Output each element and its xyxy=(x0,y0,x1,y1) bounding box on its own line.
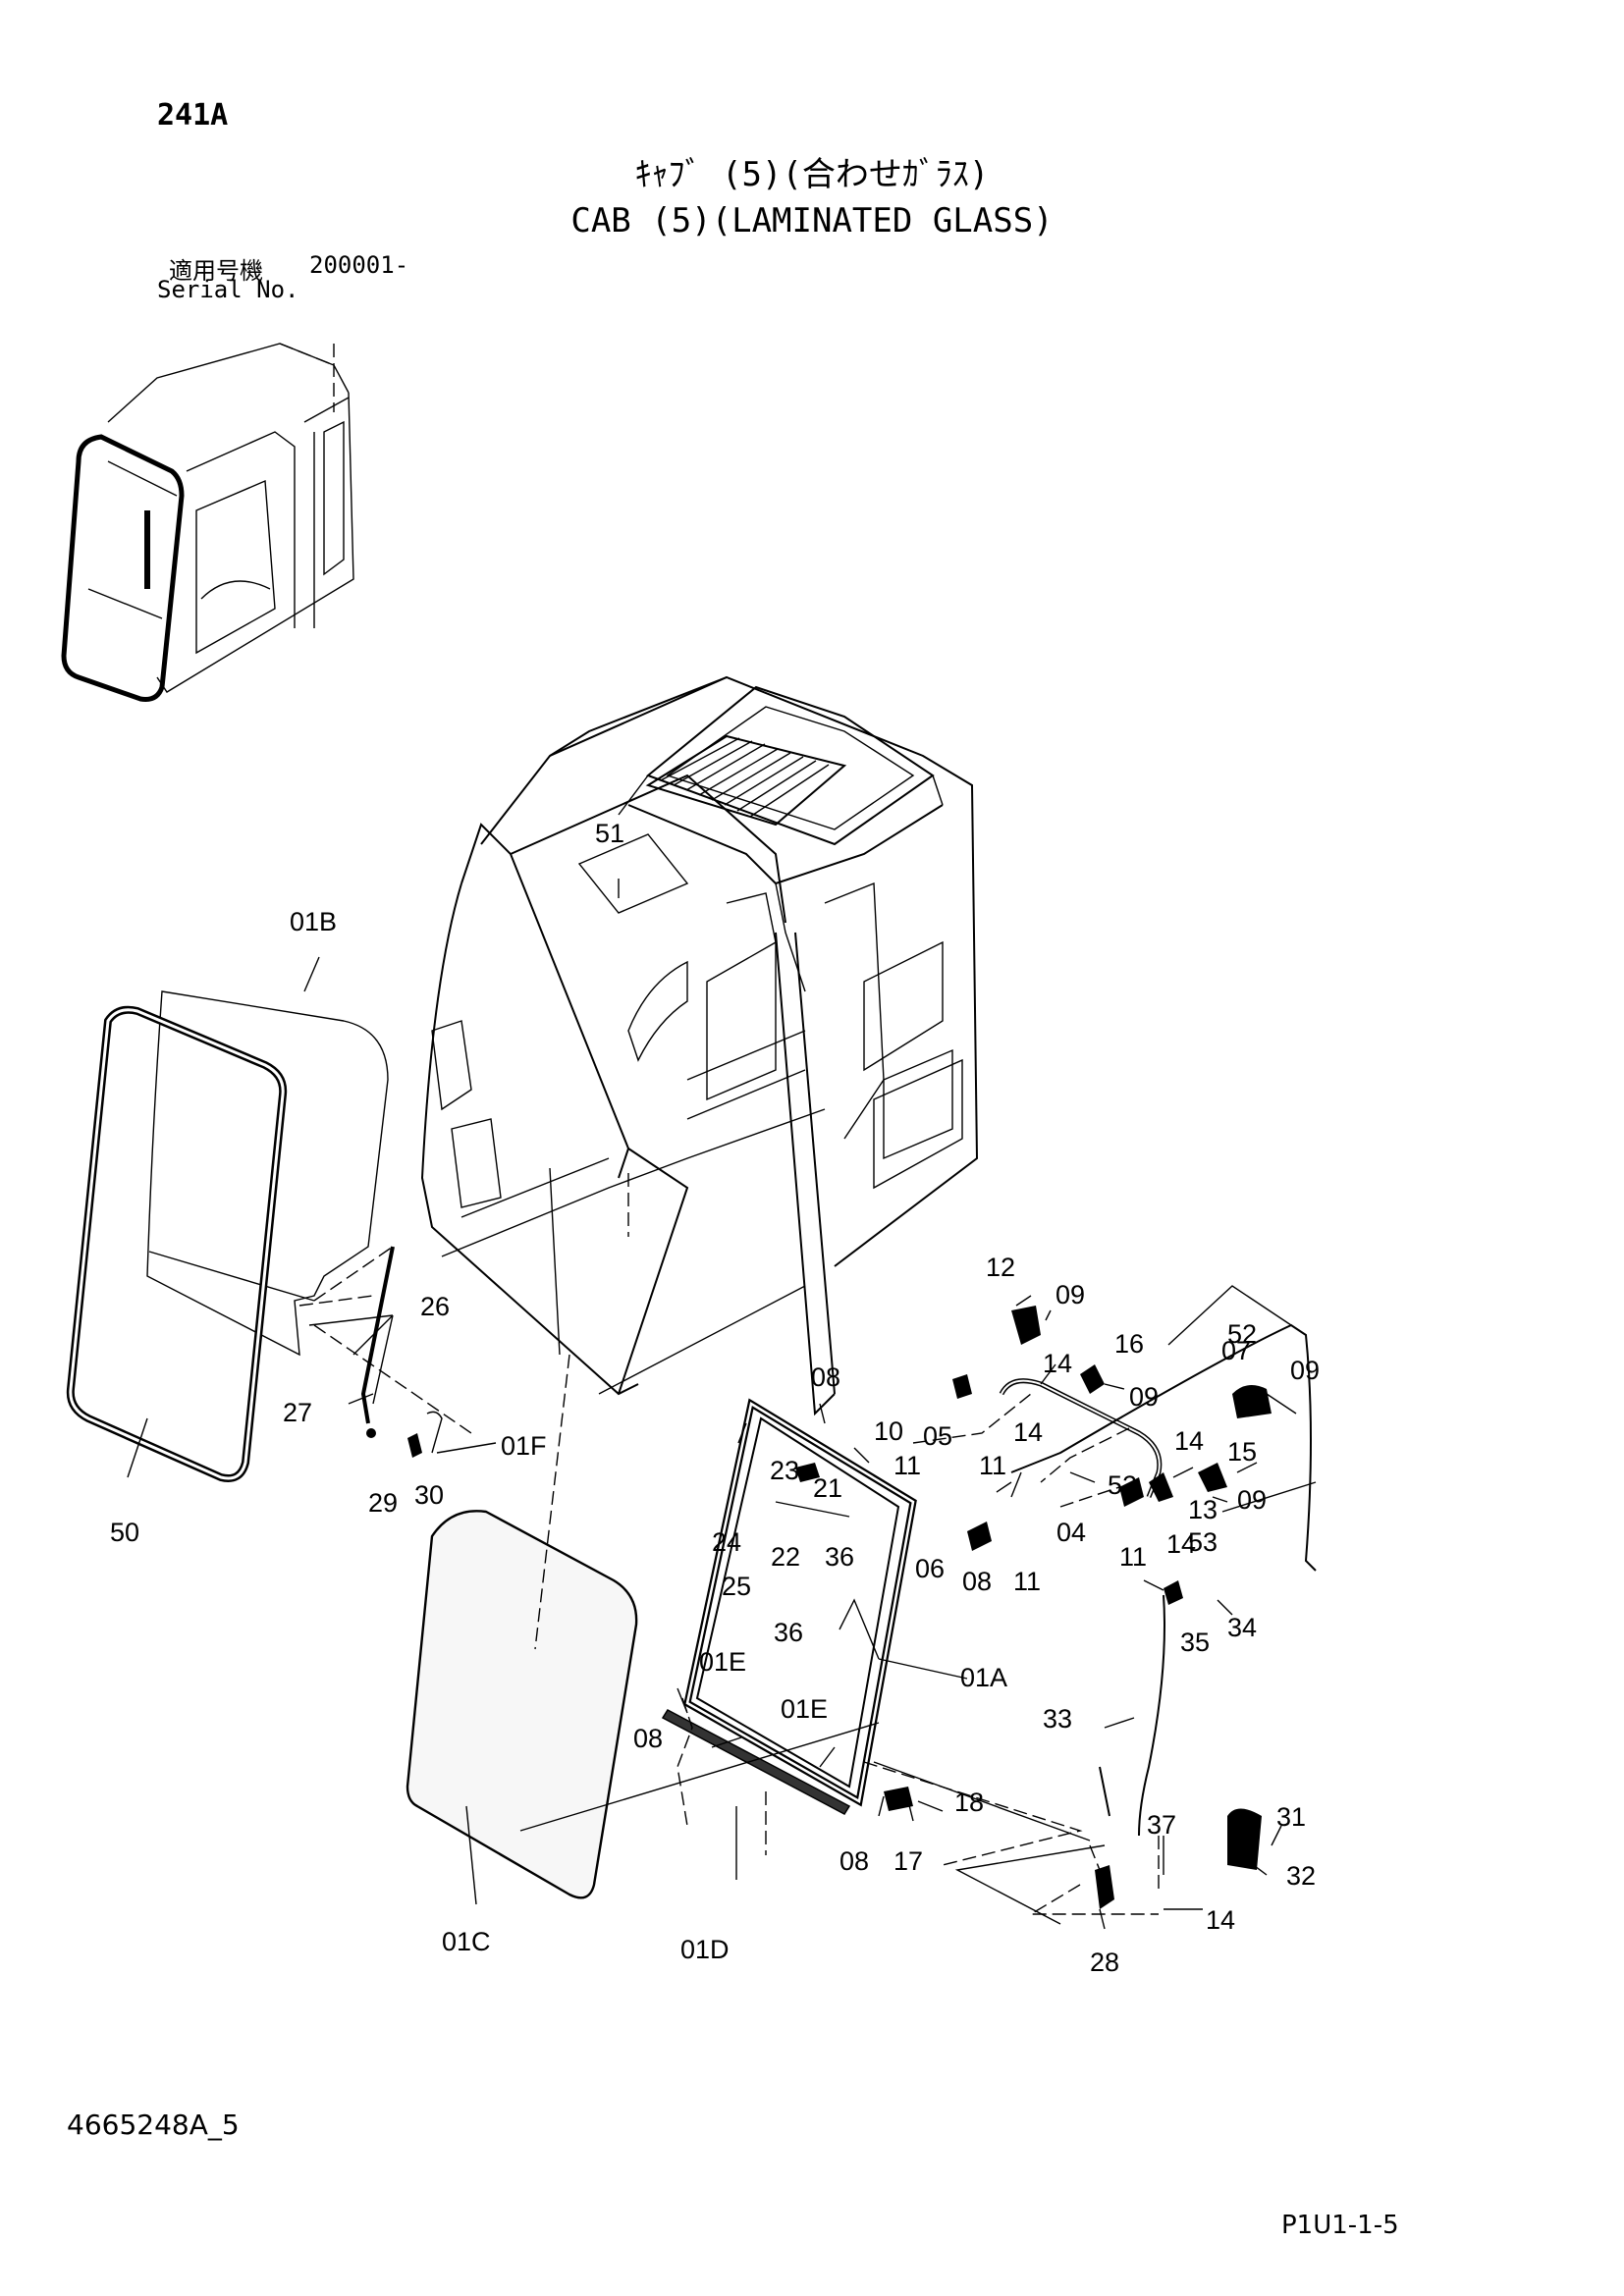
window-glass-01B xyxy=(146,990,389,1357)
part-label: 01C xyxy=(442,1927,491,1956)
rail-01D xyxy=(661,1709,851,1815)
part-label: 09 xyxy=(1290,1356,1320,1385)
serial-label-japanese: 適用号機 xyxy=(169,257,263,285)
page-number: 241A xyxy=(157,98,229,133)
part-label: 52 xyxy=(1227,1319,1257,1349)
cab-frame xyxy=(420,675,979,1416)
part-label: 37 xyxy=(1147,1810,1176,1840)
roof-grille xyxy=(645,734,847,827)
hardware-parts xyxy=(360,1246,1272,1909)
part-label: 33 xyxy=(1043,1704,1072,1734)
part-label: 50 xyxy=(110,1518,139,1547)
part-label: 28 xyxy=(1090,1948,1119,1977)
part-label: 35 xyxy=(1180,1628,1210,1657)
part-label: 10 xyxy=(874,1416,903,1446)
part-label: 11 xyxy=(1119,1542,1147,1572)
part-label: 11 xyxy=(893,1451,921,1480)
part-label: 34 xyxy=(1227,1613,1257,1642)
part-label: 27 xyxy=(283,1398,312,1427)
serial-label-english: Serial No. xyxy=(157,276,299,303)
part-label: 23 xyxy=(770,1456,799,1485)
assembly-reference-lines xyxy=(298,1173,1160,1925)
part-label: 14 xyxy=(1174,1426,1204,1456)
part-label: 30 xyxy=(414,1480,444,1510)
document-number: 4665248A_5 xyxy=(67,2109,240,2141)
part-label: 31 xyxy=(1276,1802,1306,1832)
part-label: 06 xyxy=(915,1554,945,1583)
part-label: 07 xyxy=(1221,1336,1251,1365)
part-label: 01D xyxy=(680,1935,730,1964)
part-label: 51 xyxy=(595,819,624,848)
part-label: 14 xyxy=(1043,1349,1072,1378)
part-label: 36 xyxy=(774,1618,803,1647)
part-label: 08 xyxy=(962,1567,992,1596)
part-label: 01B xyxy=(290,907,337,936)
door-frame-01A xyxy=(677,1398,917,1807)
part-label: 01E xyxy=(699,1647,746,1677)
part-label: 11 xyxy=(1013,1567,1041,1596)
window-seal-50 xyxy=(66,1005,288,1482)
part-label: 14 xyxy=(1166,1529,1196,1559)
part-label: 29 xyxy=(368,1488,398,1518)
leader-lines xyxy=(127,879,1317,1930)
cable-33 xyxy=(1099,1594,1165,1837)
part-label: 12 xyxy=(986,1253,1015,1282)
part-label: 13 xyxy=(1188,1495,1218,1524)
page-reference: P1U1-1-5 xyxy=(1281,2211,1399,2240)
title-english: CAB (5)(LAMINATED GLASS) xyxy=(570,201,1054,240)
reference-cab-thumbnail xyxy=(61,343,354,702)
part-label: 08 xyxy=(633,1724,663,1753)
part-label: 26 xyxy=(420,1292,450,1321)
part-label: 14 xyxy=(1206,1905,1235,1935)
handrail-pipe xyxy=(999,1378,1163,1498)
part-label: 22 xyxy=(771,1542,800,1572)
part-label: 09 xyxy=(1129,1382,1159,1412)
part-label: 11 xyxy=(979,1451,1006,1480)
lower-glass-01C xyxy=(406,1510,638,1899)
part-label: 05 xyxy=(923,1421,952,1451)
part-label: 18 xyxy=(954,1788,984,1817)
part-label: 32 xyxy=(1286,1861,1316,1891)
part-label: 08 xyxy=(811,1362,840,1392)
part-label: 53 xyxy=(1188,1527,1218,1557)
part-callouts: 52 52 53 51 01B 26 27 01F 29 30 50 12 09… xyxy=(110,819,1320,1977)
part-label: 09 xyxy=(1237,1485,1267,1515)
serial-number-value: 200001- xyxy=(309,251,409,279)
part-label: 01F xyxy=(501,1431,547,1461)
part-label: 01E xyxy=(781,1694,828,1724)
part-label: 09 xyxy=(1056,1280,1085,1309)
part-label: 04 xyxy=(1056,1518,1086,1547)
part-label: 14 xyxy=(1013,1417,1043,1447)
part-label: 24 xyxy=(712,1527,741,1557)
title-japanese: ｷｬﾌﾞ (5)(合わせｶﾞﾗｽ) xyxy=(634,155,990,194)
part-label: 16 xyxy=(1114,1329,1144,1359)
part-label: 01A xyxy=(960,1663,1007,1692)
part-label: 08 xyxy=(839,1846,869,1876)
part-label: 52 xyxy=(1108,1470,1137,1500)
part-label: 25 xyxy=(722,1572,751,1601)
part-label: 21 xyxy=(813,1473,842,1503)
part-label: 17 xyxy=(893,1846,923,1876)
part-label: 36 xyxy=(825,1542,854,1572)
part-label: 15 xyxy=(1227,1437,1257,1467)
